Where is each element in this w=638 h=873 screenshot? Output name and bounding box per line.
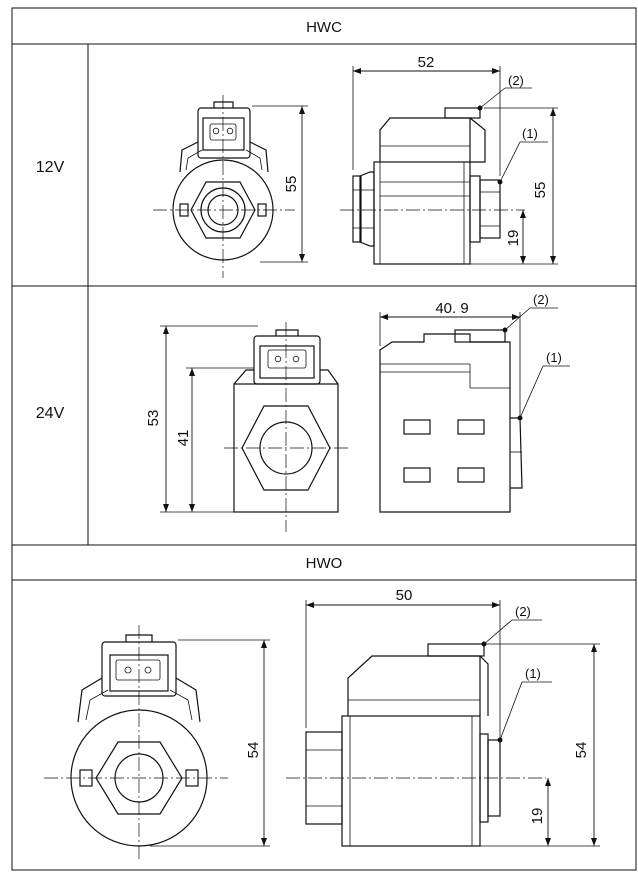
dim-side-axis-height: 19 <box>529 808 546 825</box>
dim-front-height: 54 <box>245 742 262 759</box>
callout-2: (2) <box>533 292 549 307</box>
hwc-12v-front-view: 55 <box>153 95 308 278</box>
dim-side-axis-height: 19 <box>505 230 522 247</box>
callout-1: (1) <box>522 126 538 141</box>
connector-top <box>427 643 485 657</box>
callout-1: (1) <box>546 350 562 365</box>
row-label-12v: 12V <box>36 159 65 176</box>
nut-right <box>510 417 523 489</box>
dim-side-length: 40. 9 <box>435 300 468 317</box>
row-label-24v: 24V <box>36 405 65 422</box>
hwo-side-view: 50 54 19 (2) (1) <box>286 587 600 847</box>
table-border <box>11 7 637 871</box>
hex-nut <box>190 181 256 239</box>
dim-front-height-total: 53 <box>145 410 162 427</box>
callout-2: (2) <box>508 73 524 88</box>
section-title-hwc: HWC <box>306 19 342 36</box>
dim-front-height-body: 41 <box>175 430 192 447</box>
coil-body <box>373 161 471 265</box>
nut-left <box>359 171 375 247</box>
connector-housing <box>197 107 251 159</box>
dim-side-length: 50 <box>396 587 413 604</box>
hwo-front-view: 54 <box>44 625 270 862</box>
dim-front-height: 55 <box>283 176 300 193</box>
callout-2: (2) <box>515 604 531 619</box>
callout-1: (1) <box>525 666 541 681</box>
dim-side-length: 52 <box>418 54 435 71</box>
section-title-hwo: HWO <box>306 555 343 572</box>
nut-right <box>479 179 501 239</box>
hwc-12v-side-view: 52 55 19 (2) (1) <box>340 54 558 265</box>
dim-side-height: 54 <box>573 742 590 759</box>
connector-housing <box>253 335 321 385</box>
dim-side-height: 55 <box>532 182 549 199</box>
connector-top <box>454 329 506 343</box>
hwc-24v-front-view: 53 41 <box>145 322 350 532</box>
hwc-24v-side-view: 40. 9 (2) (1) <box>379 292 570 513</box>
coil-body <box>379 333 511 513</box>
coil-body <box>341 715 481 847</box>
connector-face <box>202 117 245 151</box>
connector-latch <box>213 101 234 108</box>
connector-top <box>444 107 481 119</box>
table-grid <box>11 7 637 871</box>
